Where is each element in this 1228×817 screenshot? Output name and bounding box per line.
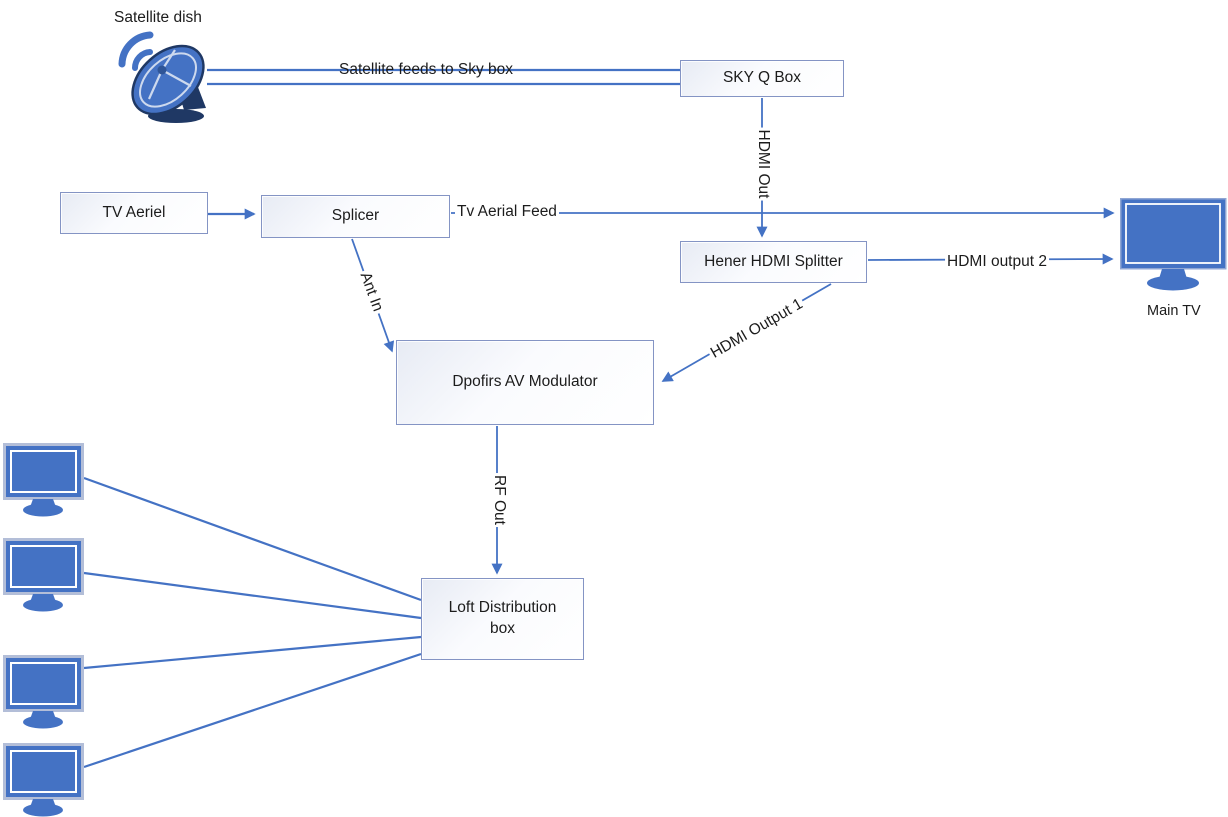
node-loft-distribution-box: Loft Distribution box xyxy=(421,578,584,660)
node-sky-q-box: SKY Q Box xyxy=(680,60,844,97)
hdmi-out-label: HDMI Out xyxy=(754,127,772,201)
main-tv-label: Main TV xyxy=(1147,303,1201,319)
satellite-dish-label: Satellite dish xyxy=(114,9,202,26)
node-splicer: Splicer xyxy=(261,195,450,238)
satellite-dish-icon xyxy=(118,31,206,123)
connector-loft-tv3 xyxy=(83,635,422,670)
tv-icon-3 xyxy=(3,655,84,730)
tv-icon-4 xyxy=(3,743,84,817)
node-hener-hdmi-splitter: Hener HDMI Splitter xyxy=(680,241,867,283)
hdmi-output-2-label: HDMI output 2 xyxy=(945,253,1049,271)
tv-icon-1 xyxy=(3,443,84,518)
tv-icon-2 xyxy=(3,538,84,613)
main-tv-icon xyxy=(1120,198,1227,291)
connector-loft-tv4 xyxy=(83,652,422,769)
connector-loft-tv1 xyxy=(83,476,422,602)
satellite-feed-label: Satellite feeds to Sky box xyxy=(339,61,514,78)
rf-out-label: RF Out xyxy=(490,473,508,527)
tv-aerial-feed-label: Tv Aerial Feed xyxy=(455,203,559,221)
connector-loft-tv2 xyxy=(83,571,422,620)
node-tv-aeriel: TV Aeriel xyxy=(60,192,208,234)
node-dpofirs-av-modulator: Dpofirs AV Modulator xyxy=(396,340,654,425)
